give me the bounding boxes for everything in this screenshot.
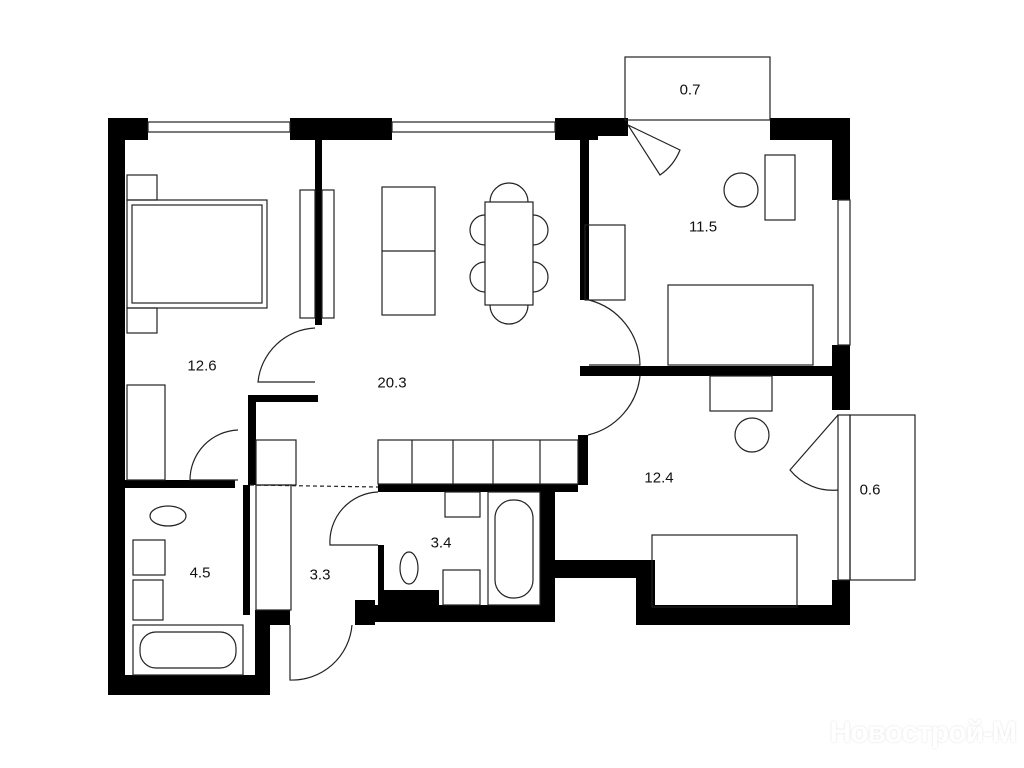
chair [734, 417, 770, 453]
tv-stand [299, 189, 316, 319]
double-bed [126, 199, 268, 309]
sink [132, 579, 164, 621]
sink [444, 491, 481, 518]
room-area-hallway: 3.3 [309, 566, 331, 584]
doors [189, 123, 839, 681]
desk-bottom [709, 375, 773, 412]
toilet [149, 505, 187, 527]
kitchen-counter [377, 439, 579, 485]
room-area-living-kitchen: 20.3 [377, 374, 407, 392]
wardrobe [126, 384, 166, 481]
nightstand [126, 174, 158, 201]
dining-table [484, 201, 534, 306]
toilet [399, 551, 419, 585]
balconies [624, 56, 916, 581]
hall-wardrobe [255, 484, 292, 611]
room-area-bathroom-center: 3.4 [430, 534, 452, 552]
room-area-balcony-right: 0.6 [859, 481, 881, 499]
room-area-bathroom-left: 4.5 [189, 564, 211, 582]
watermark: Новострой-М [829, 716, 1017, 749]
chair [723, 172, 759, 208]
bathtub [487, 491, 541, 606]
furniture [126, 154, 814, 676]
room-area-balcony-top: 0.7 [679, 81, 701, 99]
desk-top [764, 154, 796, 221]
windows [147, 121, 851, 581]
room-area-bedroom-left: 12.6 [187, 357, 217, 375]
bathtub-left [132, 624, 244, 676]
single-bed-top [667, 284, 814, 366]
fridge [255, 439, 297, 486]
washing-machine [442, 569, 481, 606]
nightstand [126, 307, 158, 334]
walls [108, 118, 850, 695]
room-area-bedroom-right-bottom: 12.4 [644, 469, 674, 487]
room-area-bedroom-right-top: 11.5 [688, 218, 718, 236]
washing-machine [132, 539, 166, 576]
single-bed-bottom [651, 534, 798, 608]
desk-left [584, 224, 626, 301]
